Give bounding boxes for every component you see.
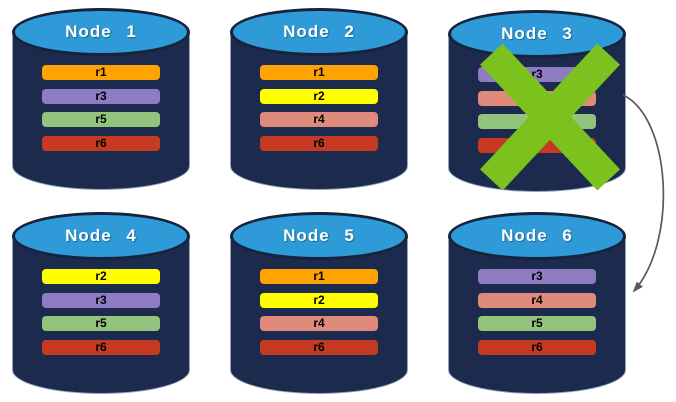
replica-bar: r6 xyxy=(478,339,596,355)
replica-bar: r1 xyxy=(260,269,378,284)
cylinder-body xyxy=(448,236,626,394)
node-title: Node 1 xyxy=(65,22,137,41)
replica-bar: r5 xyxy=(478,316,596,331)
replica-list: r2 r3 r5 r6 xyxy=(12,269,190,355)
node-6: Node 6 r3 r4 r5 r6 xyxy=(448,212,626,394)
replica-bar: r5 xyxy=(42,316,160,331)
cylinder-top: Node 6 xyxy=(448,212,626,260)
replica-list: r1 r3 r5 r6 xyxy=(12,65,190,151)
cylinder-top: Node 4 xyxy=(12,212,190,260)
cylinder-body xyxy=(12,236,190,394)
cylinder-body xyxy=(230,32,408,190)
replica-bar: r6 xyxy=(260,135,378,151)
replica-bar: r1 xyxy=(260,65,378,80)
replica-bar: r3 xyxy=(42,88,160,104)
replica-bar: r2 xyxy=(260,292,378,308)
node-1: Node 1 r1 r3 r5 r6 xyxy=(12,8,190,190)
replica-bar: r6 xyxy=(42,135,160,151)
failover-arrow-path xyxy=(622,94,665,293)
replica-bar: r6 xyxy=(42,339,160,355)
replica-bar: r3 xyxy=(42,292,160,308)
node-5: Node 5 r1 r2 r4 r6 xyxy=(230,212,408,394)
cylinder-top: Node 1 xyxy=(12,8,190,56)
node-3-failed: Node 3 r3 xyxy=(448,10,626,192)
replica-bar: r1 xyxy=(42,65,160,80)
replica-bar: r2 xyxy=(260,88,378,104)
replica-bar: r4 xyxy=(260,316,378,331)
replica-bar: r3 xyxy=(478,269,596,284)
replica-list: r1 r2 r4 r6 xyxy=(230,65,408,151)
replica-bar: r4 xyxy=(478,292,596,308)
cylinder-top: Node 2 xyxy=(230,8,408,56)
node-title: Node 4 xyxy=(65,226,137,245)
node-title: Node 3 xyxy=(501,24,573,43)
cylinder-body xyxy=(230,236,408,394)
cylinder-body xyxy=(12,32,190,190)
failure-x-icon xyxy=(480,43,620,191)
replica-list: r1 r2 r4 r6 xyxy=(230,269,408,355)
replica-bar: r5 xyxy=(42,112,160,127)
node-title: Node 5 xyxy=(283,226,355,245)
node-4: Node 4 r2 r3 r5 r6 xyxy=(12,212,190,394)
node-2: Node 2 r1 r2 r4 r6 xyxy=(230,8,408,190)
replica-bar: r4 xyxy=(260,112,378,127)
cylinder-top: Node 5 xyxy=(230,212,408,260)
replica-list: r3 r4 r5 r6 xyxy=(448,269,626,355)
replica-bar: r6 xyxy=(260,339,378,355)
node-title: Node 2 xyxy=(283,22,355,41)
replica-bar: r2 xyxy=(42,269,160,284)
node-title: Node 6 xyxy=(501,226,573,245)
